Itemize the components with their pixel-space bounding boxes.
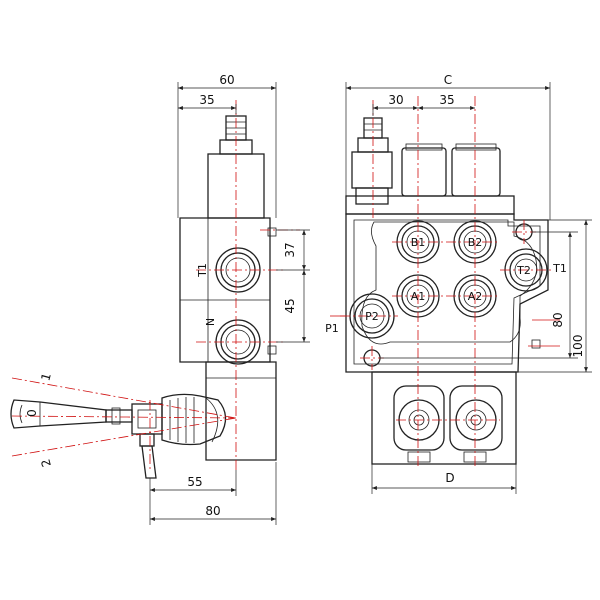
lever-line-0 (11, 415, 237, 419)
lever-shaft (105, 409, 133, 423)
dim-35-side: 35 (199, 93, 214, 107)
label-p2: P2 (365, 310, 379, 323)
label-p1: P1 (325, 322, 339, 335)
front-view (345, 117, 549, 465)
dim-37: 37 (283, 242, 297, 257)
front-lower-body (371, 371, 517, 465)
lever-handle (10, 399, 107, 429)
dim-45: 45 (283, 298, 297, 313)
dim-55: 55 (187, 475, 202, 489)
lever-line-2 (11, 417, 237, 457)
front-spool-cap (351, 151, 393, 189)
dim-80-side: 80 (205, 504, 220, 518)
side-view (10, 115, 277, 479)
lever-pivot (131, 403, 163, 435)
label-a2: A2 (468, 290, 483, 303)
label-t1-front: T1 (552, 262, 567, 275)
dim-30: 30 (388, 93, 403, 107)
label-pos-0: 0 (25, 409, 39, 417)
side-main-body (179, 217, 271, 363)
label-pos-2: 2 (38, 458, 54, 469)
dim-60: 60 (219, 73, 234, 87)
label-a1: A1 (411, 290, 426, 303)
dim-c: C (444, 73, 452, 87)
side-lower-body (205, 361, 277, 461)
lever-boot (161, 393, 227, 446)
label-t2: T2 (516, 264, 531, 277)
front-spool-cap-1 (401, 147, 447, 197)
dim-100: 100 (571, 335, 585, 358)
label-b2: B2 (468, 236, 483, 249)
front-spool-cap-2 (451, 147, 501, 197)
lever-link (141, 445, 157, 479)
label-b1: B1 (411, 236, 426, 249)
dim-35-front: 35 (439, 93, 454, 107)
dim-80-front: 80 (551, 312, 565, 327)
dim-d: D (445, 471, 454, 485)
label-n-side: N (204, 318, 217, 326)
label-t1-side: T1 (196, 263, 209, 278)
side-dimensions: 60 35 37 45 55 80 (149, 73, 310, 525)
lever-line-1 (11, 377, 237, 419)
label-pos-1: 1 (38, 371, 54, 382)
front-dimensions: C 30 35 80 100 D (345, 73, 592, 494)
